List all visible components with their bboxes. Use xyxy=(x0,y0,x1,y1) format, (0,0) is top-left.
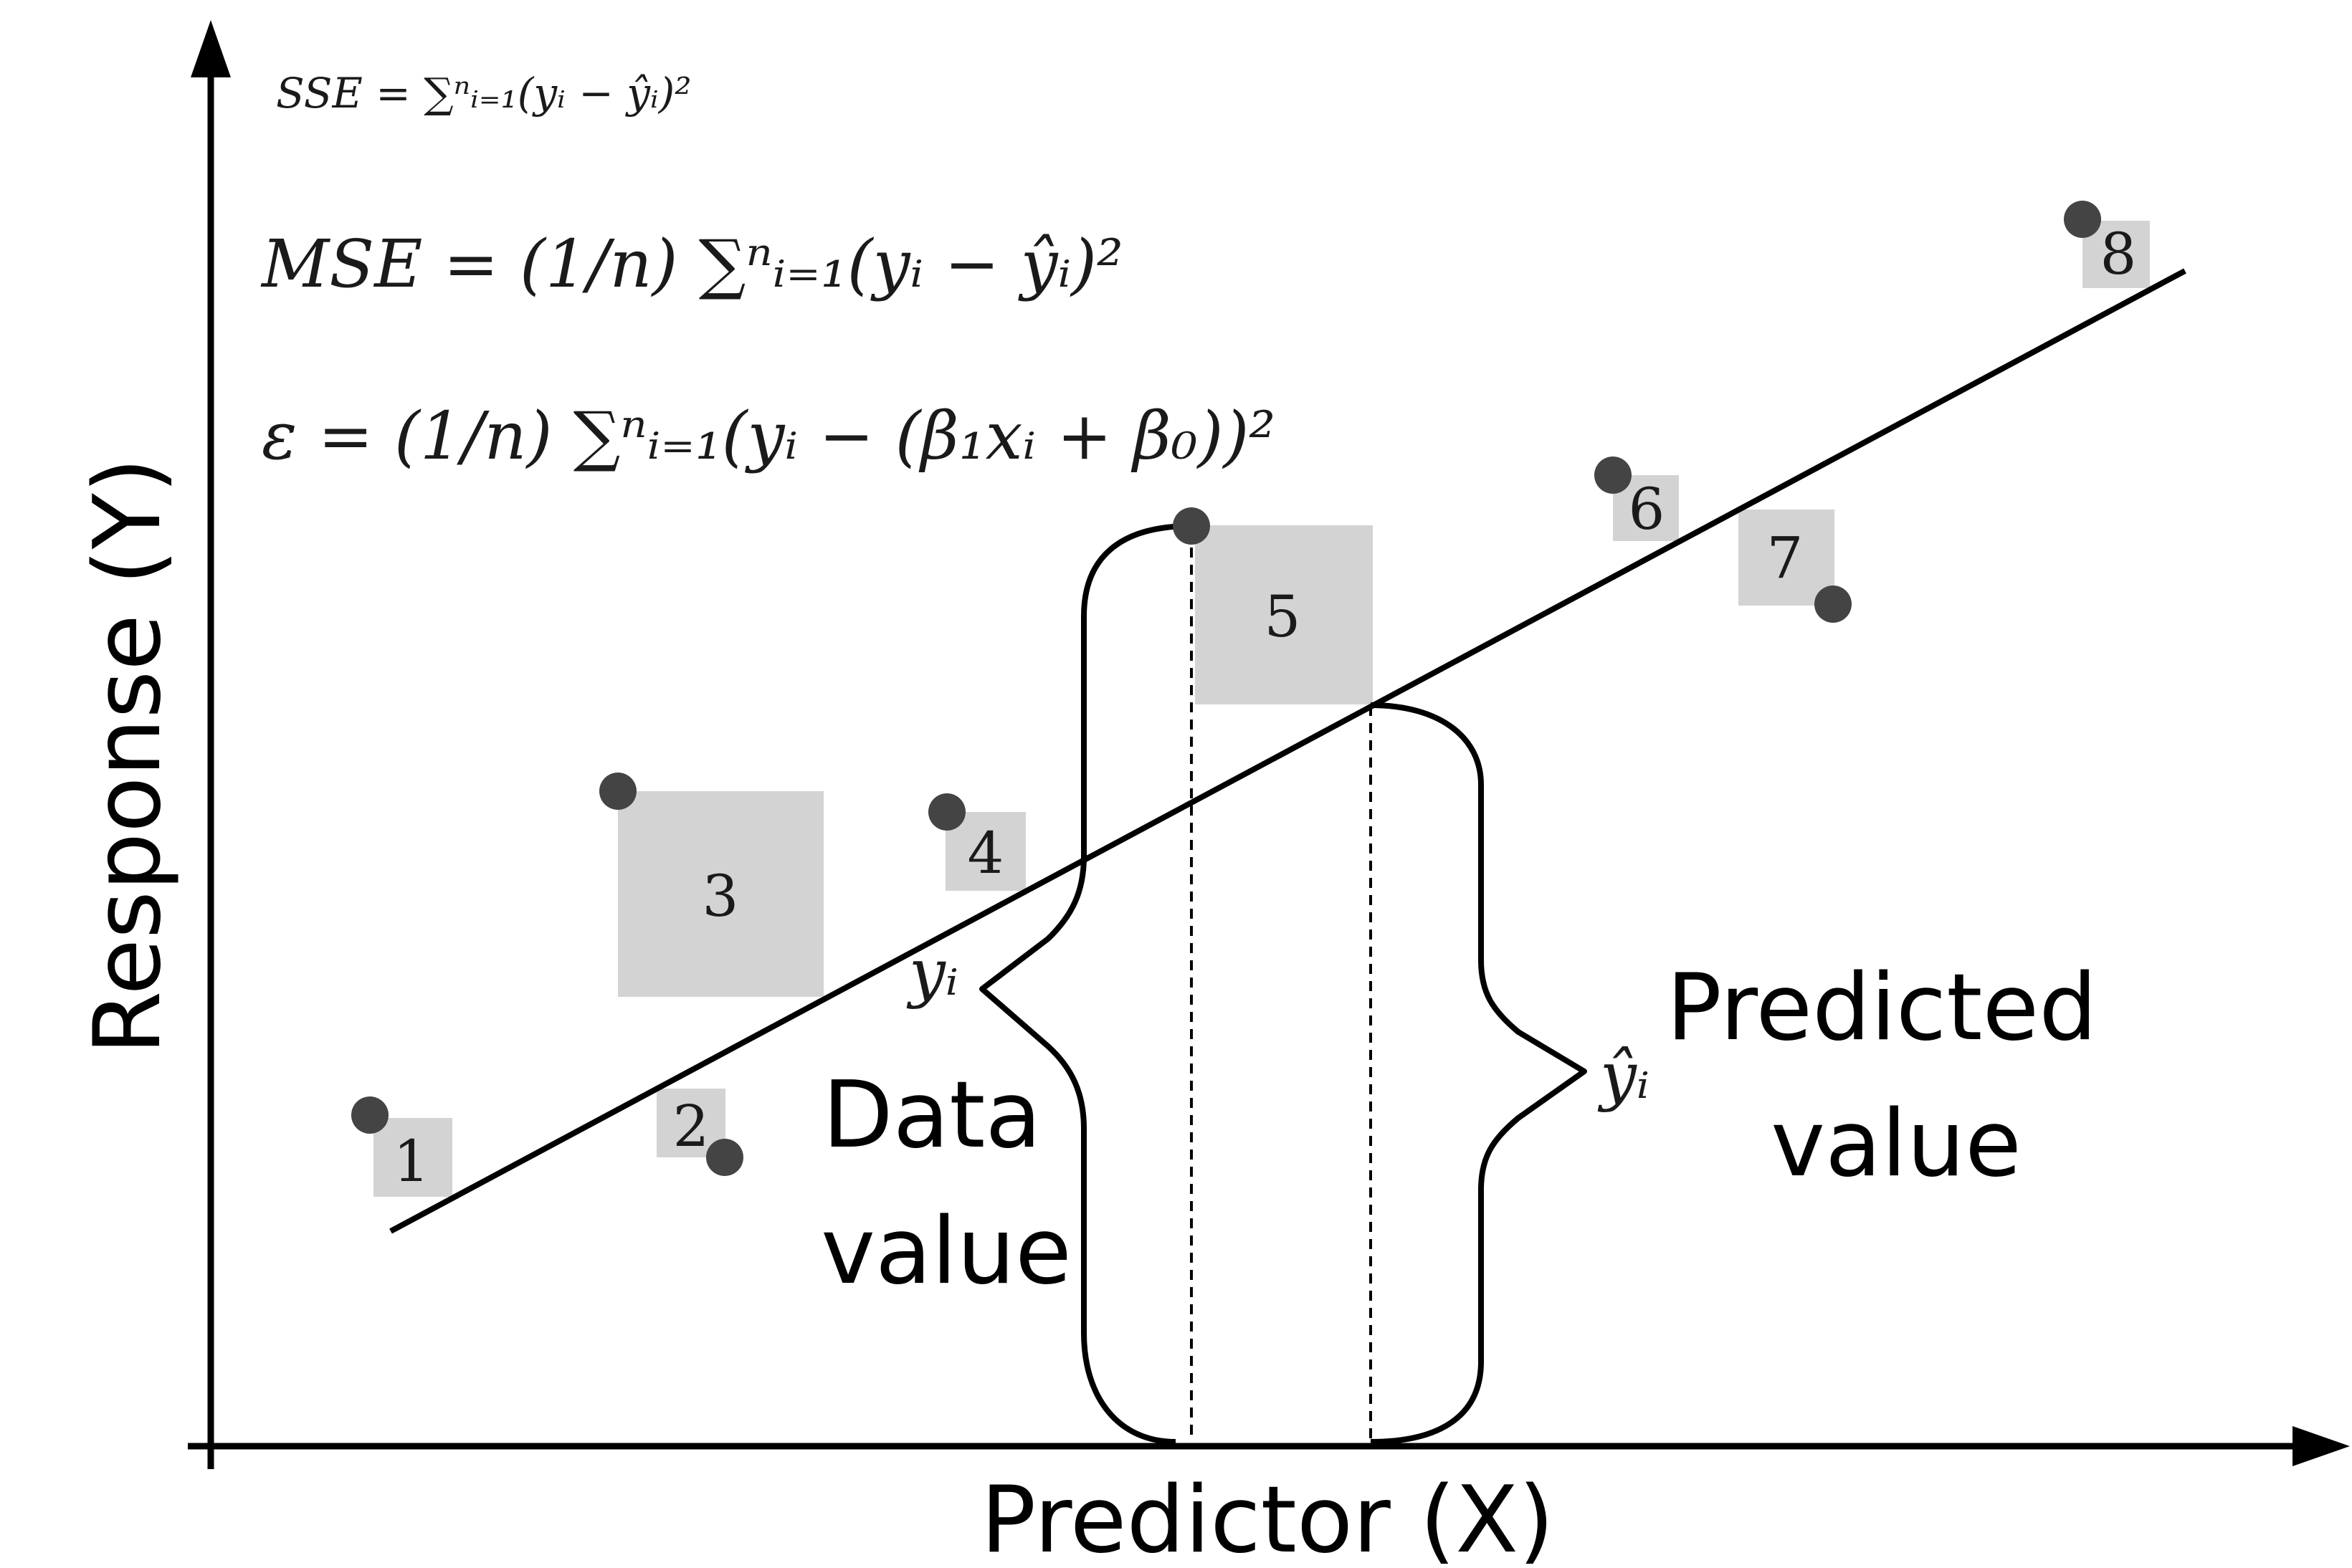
data-value-brace xyxy=(979,523,1192,1445)
sse-formula: SSE = ∑ⁿᵢ₌₁(yᵢ − ŷᵢ)² xyxy=(276,69,692,118)
residual-square-3 xyxy=(618,791,824,997)
predicted-value-label-line2: value xyxy=(1771,1091,2022,1197)
predicted-value-symbol: ŷᵢ xyxy=(1597,1038,1649,1114)
predicted-value-brace xyxy=(1370,702,1587,1445)
data-point-7 xyxy=(1814,585,1852,623)
data-point-2 xyxy=(706,1139,743,1176)
data-point-4 xyxy=(928,793,966,831)
data-point-6 xyxy=(1594,456,1632,494)
y-axis-arrowhead xyxy=(191,20,231,77)
data-value-label-line1: Data xyxy=(822,1062,1042,1169)
data-point-3 xyxy=(599,773,637,810)
point-label-4: 4 xyxy=(968,820,1004,886)
point-label-2: 2 xyxy=(673,1093,710,1160)
residual-squares xyxy=(373,221,2150,1197)
data-point-1 xyxy=(351,1096,389,1134)
residual-square-1 xyxy=(373,1118,452,1197)
dashed-guides xyxy=(1190,530,1372,1442)
data-point-5 xyxy=(1173,507,1210,545)
point-label-3: 3 xyxy=(703,863,739,929)
residual-square-5 xyxy=(1195,525,1373,704)
point-label-5: 5 xyxy=(1265,583,1301,650)
data-points xyxy=(351,201,2101,1176)
data-value-symbol: yᵢ xyxy=(906,935,958,1010)
axes xyxy=(188,57,2308,1469)
point-label-6: 6 xyxy=(1629,476,1665,542)
x-axis-label: Predictor (X) xyxy=(981,1467,1554,1568)
predicted-value-label-line1: Predicted xyxy=(1667,955,2098,1061)
residual-square-7 xyxy=(1738,510,1834,606)
point-label-7: 7 xyxy=(1767,525,1804,591)
point-label-8: 8 xyxy=(2100,221,2137,287)
data-point-8 xyxy=(2064,201,2101,238)
x-axis-arrowhead xyxy=(2293,1426,2350,1466)
epsilon-formula: ε = (1/n) ∑ⁿᵢ₌₁(yᵢ − (β₁xᵢ + β₀))² xyxy=(262,398,1275,474)
data-value-label-line2: value xyxy=(821,1198,1072,1305)
point-label-1: 1 xyxy=(394,1128,430,1195)
mse-formula: MSE = (1/n) ∑ⁿᵢ₌₁(yᵢ − ŷᵢ)² xyxy=(260,226,1123,302)
regression-line xyxy=(389,268,2186,1234)
point-labels: 1 2 3 4 5 6 7 8 xyxy=(394,221,2137,1195)
y-axis-label: Response (Y) xyxy=(75,457,181,1055)
